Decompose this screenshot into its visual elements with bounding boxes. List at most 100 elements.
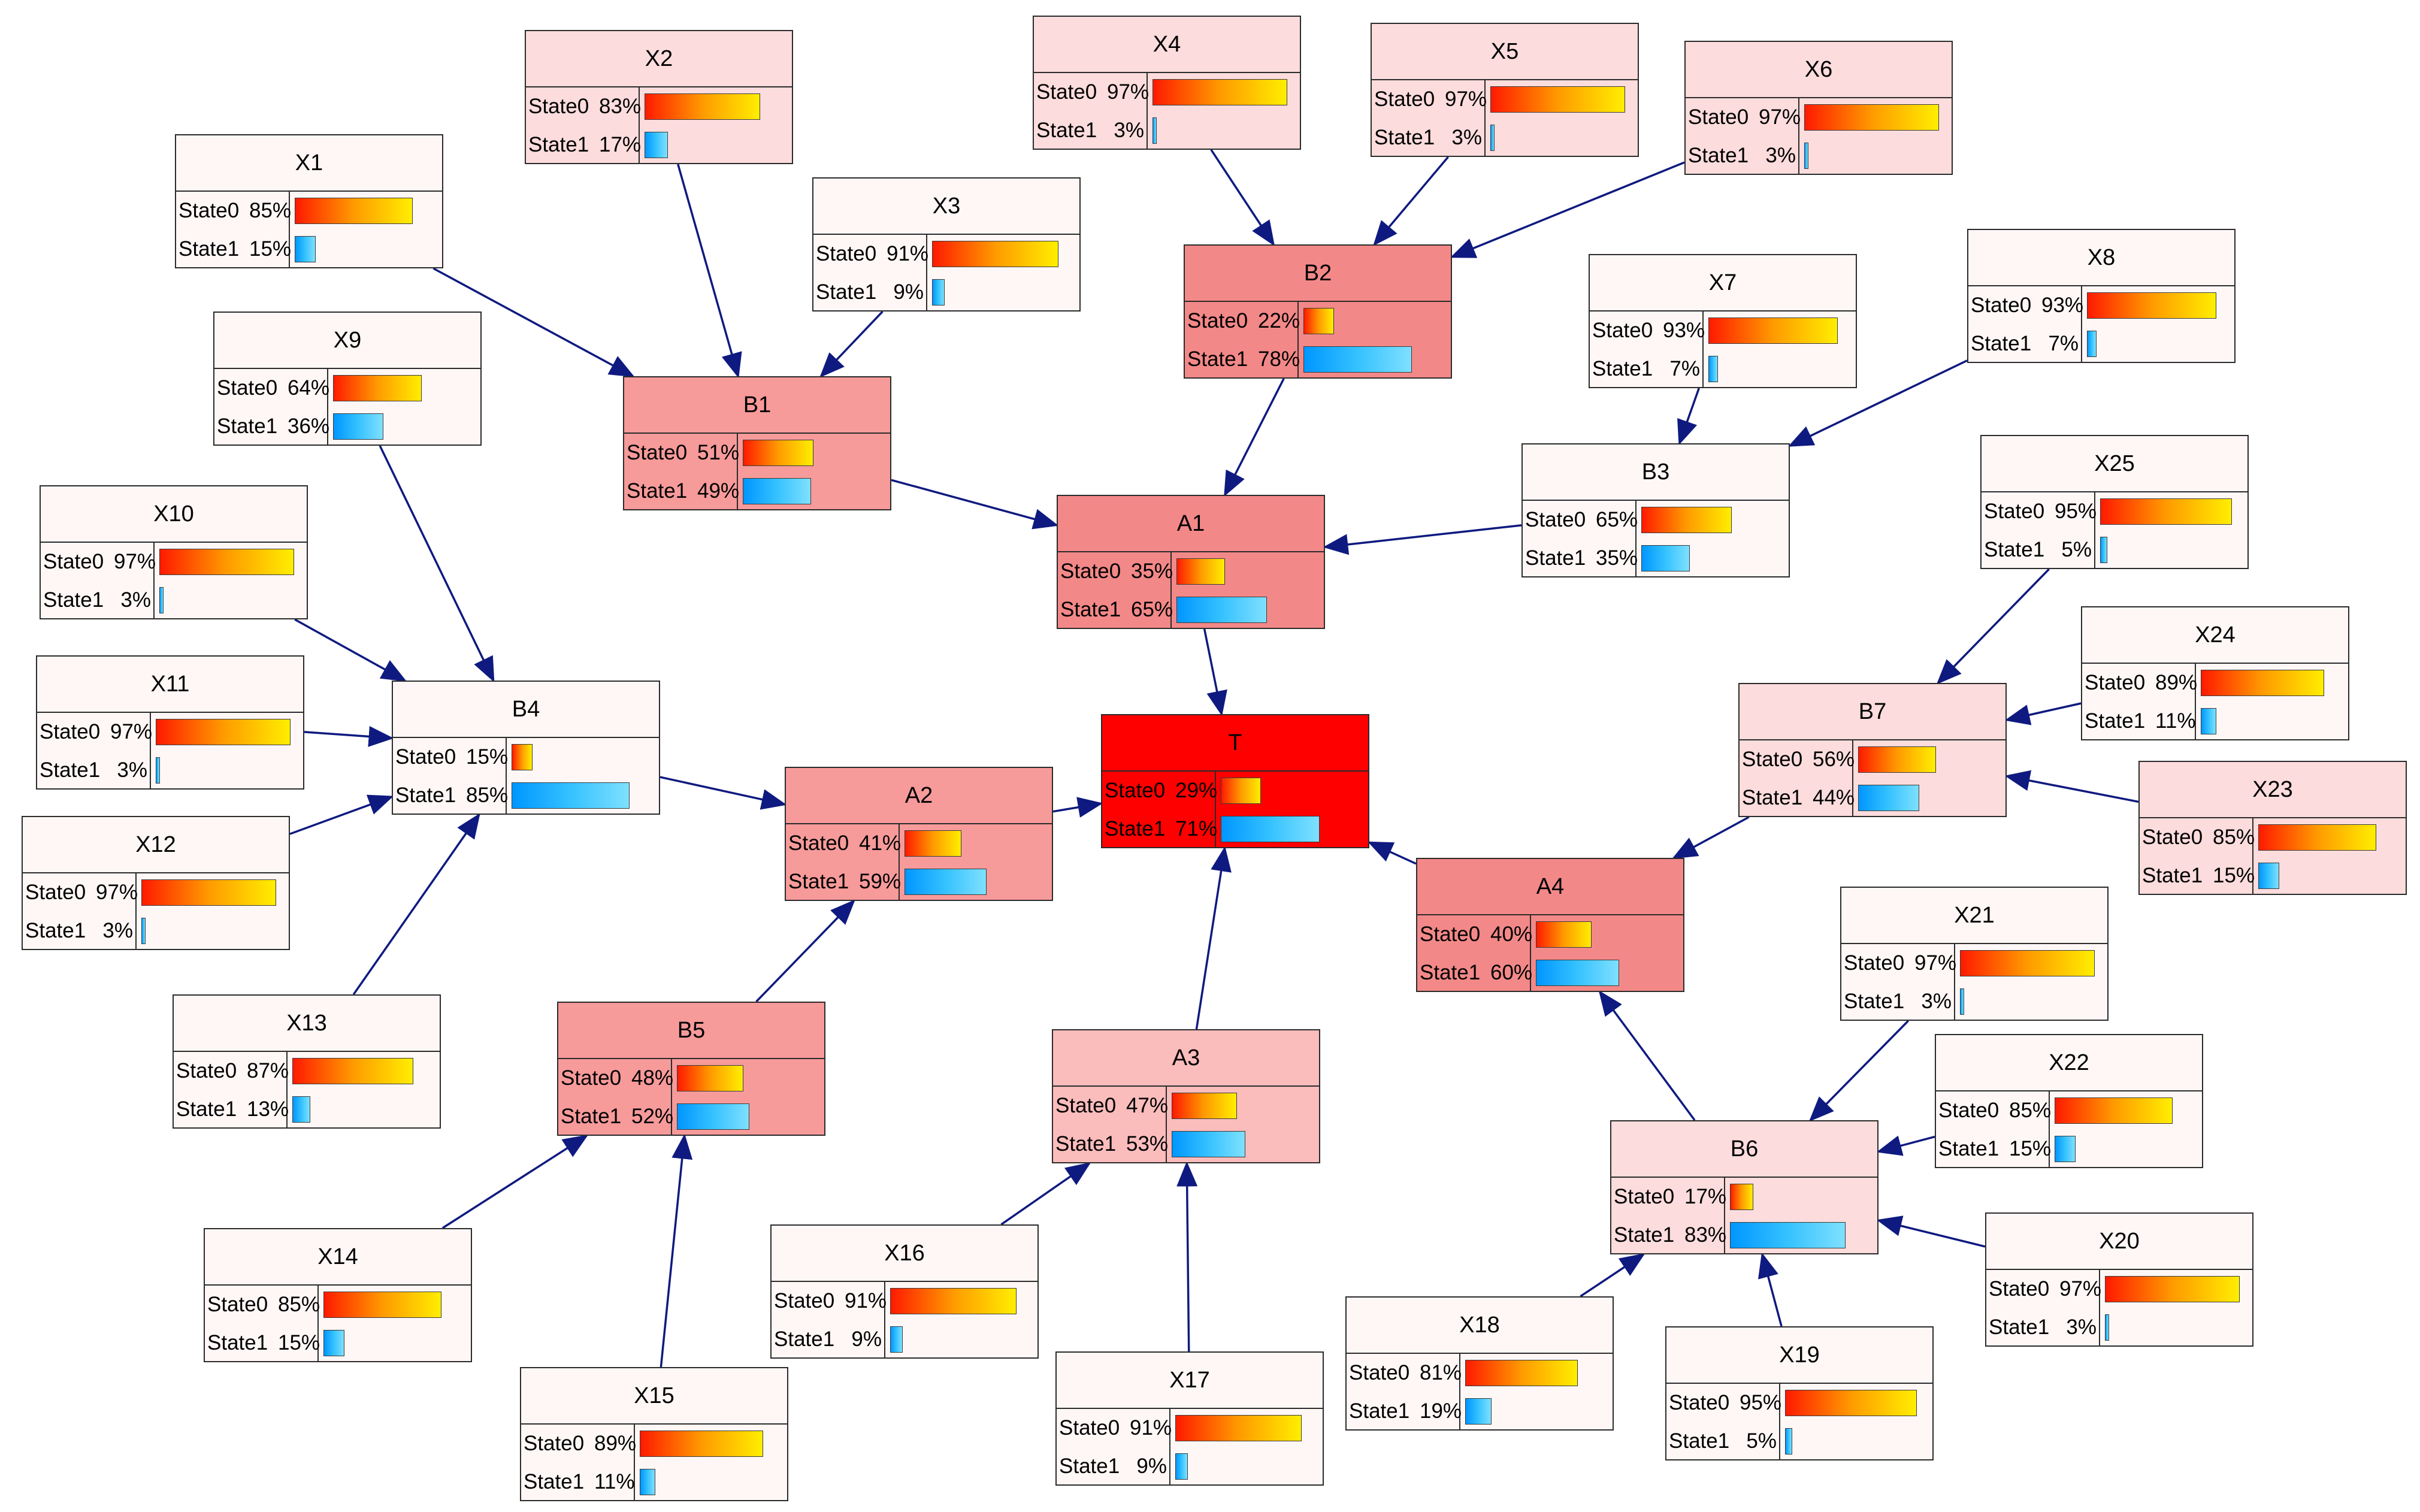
state-name: State1 bbox=[1844, 990, 1905, 1013]
state-percent: 36% bbox=[288, 415, 330, 438]
state-percent: 97% bbox=[1107, 80, 1150, 104]
probability-bar-state1 bbox=[1730, 1222, 1846, 1248]
probability-bar-state1 bbox=[333, 413, 383, 440]
probability-bar-state1 bbox=[156, 757, 160, 784]
node-title: X4 bbox=[1034, 17, 1300, 73]
edge-x2-to-b1 bbox=[677, 164, 742, 379]
probability-bar-state0 bbox=[1641, 507, 1732, 533]
state-name: State0 bbox=[1669, 1391, 1730, 1414]
probability-bar-state0 bbox=[905, 830, 961, 857]
node-title: X5 bbox=[1372, 24, 1638, 80]
state-percent: 9% bbox=[1136, 1454, 1167, 1478]
probability-bar-state0 bbox=[1536, 921, 1592, 948]
node-title: X1 bbox=[176, 135, 442, 192]
state-percent: 93% bbox=[1663, 319, 1705, 342]
state-name: State0 bbox=[816, 242, 877, 265]
state-percent: 22% bbox=[1258, 309, 1300, 332]
probability-bar-state0 bbox=[1172, 1093, 1237, 1119]
probability-bar-state1 bbox=[932, 279, 945, 306]
state-percent: 13% bbox=[247, 1097, 289, 1121]
edge-a2-to-t bbox=[1052, 797, 1103, 818]
node-title: X16 bbox=[772, 1226, 1037, 1282]
probability-bar-state1 bbox=[905, 869, 987, 895]
node-title: B1 bbox=[624, 377, 890, 434]
state-percent: 52% bbox=[631, 1105, 674, 1128]
state-percent: 15% bbox=[2009, 1137, 2052, 1160]
state-name: State1 bbox=[1420, 961, 1481, 984]
state-name: State1 bbox=[176, 1097, 237, 1121]
probability-bar-state0 bbox=[2105, 1276, 2240, 1302]
state-percent: 85% bbox=[466, 784, 509, 807]
state-name: State1 bbox=[1055, 1132, 1117, 1156]
edge-x7-to-b3 bbox=[1677, 388, 1700, 446]
state-name: State0 bbox=[1374, 87, 1435, 111]
state-name: State0 bbox=[1059, 1416, 1120, 1440]
state-percent: 97% bbox=[1759, 105, 1801, 129]
edge-x23-to-b7 bbox=[2004, 770, 2139, 803]
state-name: State1 bbox=[1688, 144, 1749, 167]
probability-bar-state1 bbox=[645, 132, 668, 158]
state-name: State1 bbox=[1060, 598, 1121, 621]
state-name: State0 bbox=[1844, 951, 1905, 975]
state-name: State0 bbox=[1938, 1099, 1999, 1122]
edge-x21-to-b6 bbox=[1808, 1020, 1909, 1122]
probability-bar-state1 bbox=[1804, 143, 1808, 169]
state-percent: 7% bbox=[1669, 357, 1700, 380]
probability-bar-state0 bbox=[640, 1431, 763, 1457]
node-title: X25 bbox=[1982, 436, 2247, 492]
